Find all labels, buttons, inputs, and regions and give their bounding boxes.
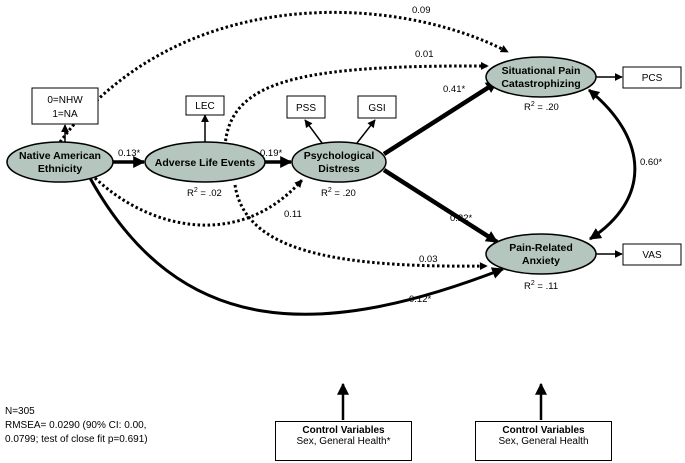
indicator-gsi: GSI	[357, 95, 397, 119]
indicator-vas: VAS	[622, 243, 682, 266]
control-variables-body: Sex, General Health*	[296, 436, 391, 447]
coef-na-to-situational: 0.09	[412, 5, 431, 16]
node-label-line1: Native American	[19, 150, 101, 162]
node-label-line2: Distress	[318, 163, 360, 175]
pss-connector	[304, 119, 323, 144]
indicator-lec: LEC	[185, 95, 225, 116]
indicator-lec-label: LEC	[195, 101, 214, 112]
node-situational-pain-catastrophizing: Situational Pain Catastrophizing	[485, 56, 597, 98]
r2-pain-anxiety: R2 = .11	[524, 280, 558, 292]
node-label-line2: Anxiety	[522, 255, 560, 267]
node-label-line1: Adverse Life Events	[155, 157, 256, 169]
coef-adverse-to-situational: 0.01	[415, 49, 434, 60]
coef-na-to-psych: 0.11	[284, 209, 302, 220]
r2-situational-pain: R2 = .20	[524, 101, 559, 113]
node-adverse-life-events: Adverse Life Events	[144, 141, 266, 183]
node-label-line2: Catastrophizing	[501, 78, 580, 90]
r2-adverse-life: R2 = .02	[187, 187, 222, 199]
indicator-pss-label: PSS	[296, 103, 316, 114]
node-label-line1: Psychological	[304, 150, 375, 162]
path-adverse-to-anxiety	[233, 184, 488, 271]
indicator-ethnicity-code: 0=NHW 1=NA	[31, 87, 99, 125]
ethnicity-code-line1: 0=NHW	[47, 95, 83, 106]
coef-adverse-to-psych: 0.19*	[260, 148, 282, 159]
indicator-vas-label: VAS	[642, 250, 662, 261]
coef-adverse-to-anxiety: 0.03	[419, 254, 438, 265]
control-variables-title: Control Variables	[302, 425, 385, 436]
path-na-to-situational	[58, 10, 509, 143]
path-psych-to-situational	[382, 80, 499, 156]
control-variables-title: Control Variables	[502, 425, 585, 436]
coef-situational-anxiety-cov: 0.60*	[640, 157, 662, 168]
indicator-pss: PSS	[286, 95, 326, 119]
coef-psych-to-situational: 0.41*	[443, 84, 465, 95]
indicator-pcs-label: PCS	[642, 73, 663, 84]
coef-na-to-anxiety: 0.12*	[409, 294, 431, 305]
fit-note-line2: RMSEA= 0.0290 (90% CI: 0.00,	[5, 420, 147, 431]
indicator-pcs: PCS	[622, 66, 682, 89]
node-label-line2: Ethnicity	[38, 163, 82, 175]
ethnicity-code-line2: 1=NA	[52, 109, 78, 120]
fit-note-line1: N=305	[5, 406, 35, 417]
coef-na-to-adverse: 0.13*	[118, 148, 140, 159]
fit-note-line3: 0.0799; test of close fit p=0.691)	[5, 434, 148, 445]
fit-note: N=305 RMSEA= 0.0290 (90% CI: 0.00, 0.079…	[5, 405, 148, 447]
node-label-line1: Pain-Related	[509, 242, 573, 254]
node-pain-related-anxiety: Pain-Related Anxiety	[485, 233, 597, 275]
path-na-to-psych	[93, 176, 304, 227]
coef-psych-to-anxiety: 0.22*	[450, 213, 472, 224]
node-psychological-distress: Psychological Distress	[291, 141, 387, 183]
r2-psych-distress: R2 = .20	[321, 187, 356, 199]
indicator-gsi-label: GSI	[368, 103, 385, 114]
node-native-american-ethnicity: Native American Ethnicity	[6, 141, 114, 183]
control-variables-box-2: Control Variables Sex, General Health	[475, 421, 612, 461]
path-na-to-anxiety	[88, 177, 505, 316]
node-label-line1: Situational Pain	[502, 65, 581, 77]
gsi-connector	[356, 119, 376, 144]
path-psych-to-anxiety	[382, 168, 499, 244]
path-adverse-to-situational	[223, 61, 489, 147]
control-variables-body: Sex, General Health	[498, 436, 589, 447]
control-variables-box-1: Control Variables Sex, General Health*	[275, 421, 412, 461]
covariance-situational-anxiety	[588, 88, 637, 241]
